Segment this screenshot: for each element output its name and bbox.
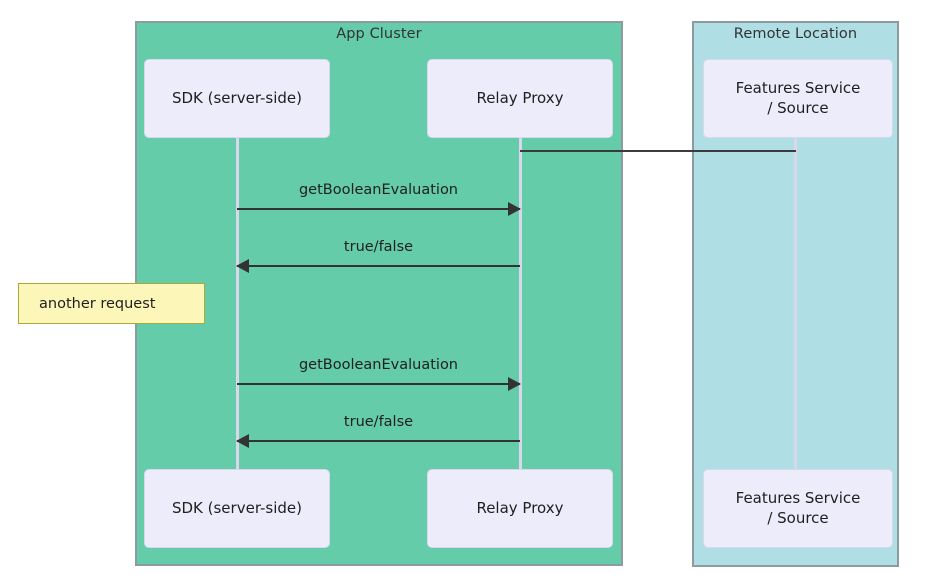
- participant-features-service-top-label: Features Service / Source: [736, 79, 861, 117]
- group-remote-location-label: Remote Location: [733, 26, 858, 42]
- lifeline-sdk: [236, 137, 239, 469]
- message-line: [237, 265, 520, 267]
- participant-sdk-bottom-label: SDK (server-side): [171, 498, 303, 517]
- participant-relay-proxy-bottom[interactable]: Relay Proxy: [427, 469, 613, 548]
- lifeline-features-service: [794, 137, 797, 469]
- participant-features-service-bottom-label: Features Service / Source: [736, 489, 861, 527]
- message-line: [237, 440, 520, 442]
- message-get-boolean-evaluation-1-label: getBooleanEvaluation: [298, 182, 459, 198]
- participant-relay-proxy-top[interactable]: Relay Proxy: [427, 59, 613, 138]
- participant-features-service-bottom[interactable]: Features Service / Source: [703, 469, 893, 548]
- group-app-cluster-label: App Cluster: [336, 26, 422, 42]
- arrow-left-icon: [236, 259, 249, 273]
- participant-relay-proxy-top-label: Relay Proxy: [476, 88, 564, 107]
- message-get-boolean-evaluation-2-label: getBooleanEvaluation: [298, 357, 459, 373]
- participant-features-service-top-label-line2: / Source: [767, 98, 829, 117]
- connector-relay-proxy-to-features-service: [520, 150, 796, 152]
- participant-features-service-bottom-label-line1: Features Service: [735, 489, 861, 508]
- arrow-right-icon: [508, 202, 521, 216]
- message-true-false-2-label: true/false: [343, 414, 414, 430]
- participant-features-service-top[interactable]: Features Service / Source: [703, 59, 893, 138]
- participant-sdk-top-label: SDK (server-side): [171, 88, 303, 107]
- message-line: [237, 208, 520, 210]
- arrow-right-icon: [508, 377, 521, 391]
- participant-features-service-top-label-line1: Features Service: [735, 79, 861, 98]
- message-true-false-1-label: true/false: [343, 239, 414, 255]
- participant-sdk-bottom[interactable]: SDK (server-side): [144, 469, 330, 548]
- note-another-request-text: another request: [39, 295, 156, 312]
- lifeline-relay-proxy: [519, 137, 522, 469]
- note-another-request: another request: [18, 283, 205, 324]
- participant-relay-proxy-bottom-label: Relay Proxy: [476, 498, 564, 517]
- message-line: [237, 383, 520, 385]
- participant-sdk-top[interactable]: SDK (server-side): [144, 59, 330, 138]
- participant-features-service-bottom-label-line2: / Source: [767, 508, 829, 527]
- arrow-left-icon: [236, 434, 249, 448]
